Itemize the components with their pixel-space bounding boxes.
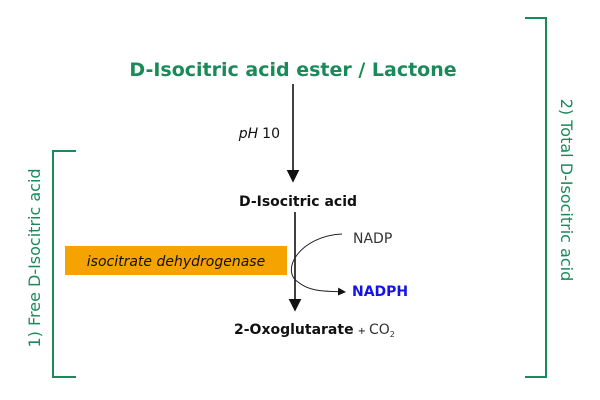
cofactor-in: NADP [353,231,392,247]
bracket-right-label: 2) Total D-Isocitric acid [557,99,576,282]
cofactor-arrow [290,233,346,296]
bracket-left-label: 1) Free D-Isocitric acid [25,168,44,347]
bracket-right [525,17,547,378]
product-label: 2-Oxoglutarate+CO2 [234,322,395,339]
bracket-left [52,150,76,378]
enzyme-box [65,246,287,275]
title: D-Isocitric acid ester / Lactone [129,59,456,81]
enzyme-label: isocitrate dehydrogenase [87,254,265,270]
cofactor-out: NADPH [352,284,408,300]
intermediate-label: D-Isocitric acid [239,194,357,210]
